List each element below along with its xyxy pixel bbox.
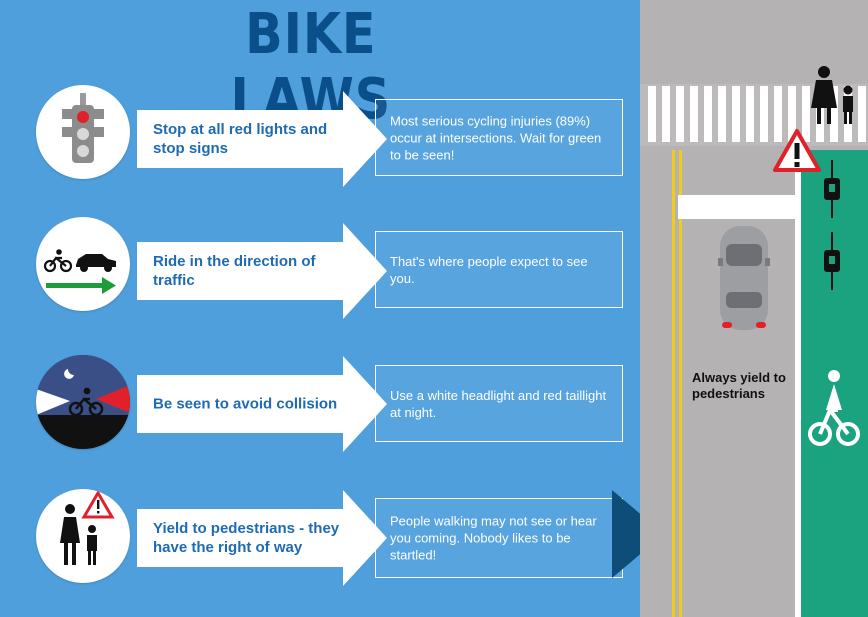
stop-bar — [678, 195, 798, 219]
center-line — [672, 150, 675, 617]
crosswalk-stripe — [788, 86, 796, 142]
pedestrians-warning-icon — [36, 489, 130, 583]
night-cyclist-lights-icon — [36, 355, 130, 449]
crosswalk-stripe — [690, 86, 698, 142]
yield-label: Always yield to pedestrians — [692, 370, 786, 401]
detail-text: Use a white headlight and red taillight … — [390, 387, 607, 420]
rule-text: Ride in the direction of traffic — [153, 253, 316, 289]
detail-box: Most serious cycling injuries (89%) occu… — [375, 99, 623, 176]
bike-and-car-direction-icon — [36, 217, 130, 311]
detail-box: Use a white headlight and red taillight … — [375, 365, 623, 442]
crosswalk-stripe — [648, 86, 656, 142]
rule-box: Stop at all red lights and stop signs — [137, 110, 343, 168]
detail-box: That's where people expect to see you. — [375, 231, 623, 308]
crosswalk-stripe — [718, 86, 726, 142]
rule-box: Yield to pedestrians - they have the rig… — [137, 509, 357, 567]
arrow-head — [343, 356, 387, 452]
arrow-head — [343, 490, 387, 586]
crosswalk-stripe — [830, 86, 838, 142]
arrow-head — [343, 223, 387, 319]
pedestrians-crossing-icon — [811, 66, 853, 124]
center-line — [679, 150, 682, 617]
bike-signal-icon — [824, 232, 840, 290]
rule-box: Ride in the direction of traffic — [137, 242, 343, 300]
bike-lane-edge — [795, 150, 801, 617]
detail-box: People walking may not see or hear you c… — [375, 498, 623, 578]
bike-signal-icon — [824, 160, 840, 218]
crosswalk-stripe — [676, 86, 684, 142]
crosswalk-stripe — [844, 86, 852, 142]
rule-text: Stop at all red lights and stop signs — [153, 121, 328, 157]
detail-text: That's where people expect to see you. — [390, 253, 588, 286]
crosswalk-stripe — [732, 86, 740, 142]
warning-sign-icon — [773, 129, 821, 172]
traffic-light-icon — [36, 85, 130, 179]
crosswalk-stripe — [760, 86, 768, 142]
bike-lane — [800, 150, 868, 617]
crosswalk-stripe — [774, 86, 782, 142]
crosswalk-stripe — [802, 86, 810, 142]
rule-text: Yield to pedestrians - they have the rig… — [153, 520, 340, 556]
detail-text: People walking may not see or hear you c… — [390, 513, 597, 563]
bike-lane-marking-icon — [808, 370, 860, 446]
rule-box: Be seen to avoid collision — [137, 375, 343, 433]
crosswalk-stripe — [704, 86, 712, 142]
car-icon — [718, 226, 770, 330]
crosswalk-stripe — [746, 86, 754, 142]
arrow-head — [343, 91, 387, 187]
rule-text: Be seen to avoid collision — [153, 395, 338, 413]
crosswalk-stripe — [662, 86, 670, 142]
crosswalk-stripe — [858, 86, 866, 142]
detail-text: Most serious cycling injuries (89%) occu… — [390, 113, 602, 162]
